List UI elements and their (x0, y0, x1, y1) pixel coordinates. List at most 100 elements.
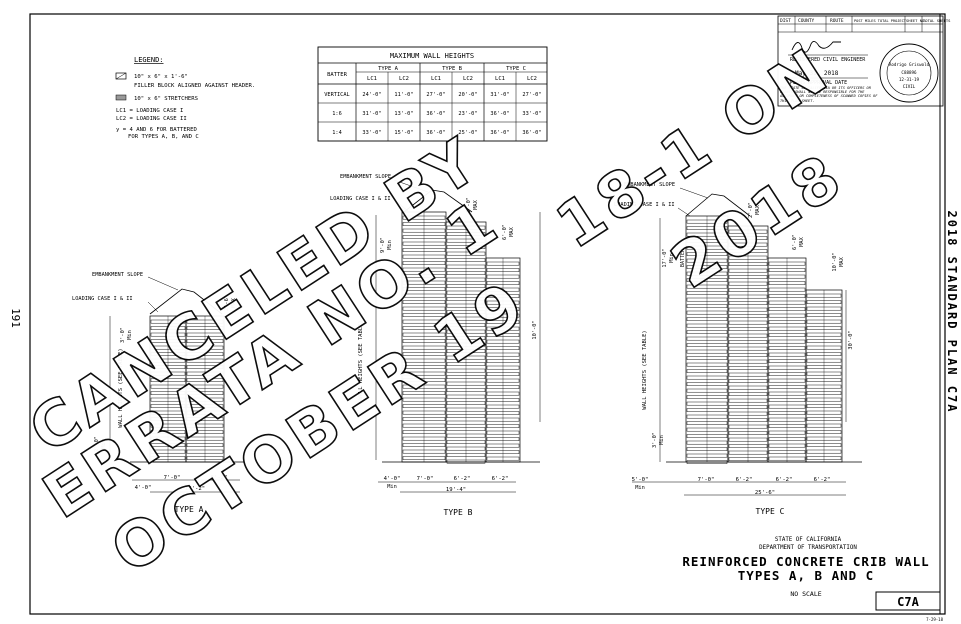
type-b-base1: 7'-0" (417, 476, 434, 482)
table-sub-header: LC2 (527, 76, 537, 82)
legend-item1b: FILLER BLOCK ALIGNED AGAINST HEADER. (134, 83, 255, 89)
type-b-dim-right2: 6'-0" (502, 224, 508, 240)
table-cell: 27'-0" (522, 92, 541, 98)
sheet-title-line1: REINFORCED CONCRETE CRIB WALL (682, 554, 929, 569)
tb-route: ROUTE (830, 18, 844, 24)
engineer-seal (879, 43, 939, 103)
type-a-dim-min-bot: Min (101, 439, 107, 449)
sheet-number-box (875, 591, 941, 611)
type-a-dim-right: 2'-6" (224, 295, 230, 311)
type-c-dim-left: 17'-0" (662, 248, 668, 267)
type-a-crib (130, 315, 244, 463)
legend-y2: FOR TYPES A, B, AND C (128, 134, 199, 140)
approval-date: May 31, 2018 (795, 70, 839, 77)
table-cell: 36'-0" (522, 130, 541, 136)
sheet-title-block: STATE OF CALIFORNIA DEPARTMENT OF TRANSP… (682, 537, 943, 622)
tb-county: COUNTY (798, 18, 815, 24)
legend-lc1: LC1 = LOADING CASE I (116, 108, 183, 114)
legend-title: LEGEND: (134, 56, 164, 64)
type-b-dim-left: 9'-0" (380, 237, 386, 253)
type-c-loading-label: LOADING CASE I & II (614, 202, 675, 208)
tb-sheetno: SHEET NO. (906, 18, 927, 23)
type-b-wall-heights: WALL HEIGHTS (SEE TABLE) (358, 320, 364, 399)
type-c-dim-r1: 2'-0" (748, 202, 754, 218)
type-c-label: TYPE C (756, 507, 785, 516)
type-b-base0-min: Min (387, 484, 397, 490)
type-c-dim-bot-min: Min (659, 435, 665, 445)
type-b-embankment-label: EMBANKMENT SLOPE (340, 174, 391, 180)
type-c-elevation: EMBANKMENT SLOPE LOADING CASE I & II BAT… (614, 182, 862, 516)
type-c-base0-min: Min (635, 485, 645, 491)
type-a-embankment-label: EMBANKMENT SLOPE (92, 272, 143, 278)
table-row-label: VERTICAL (324, 92, 350, 98)
type-c-base2: 6'-2" (736, 477, 753, 483)
table-cell: 36'-0" (426, 130, 445, 136)
type-c-base4: 6'-2" (814, 477, 831, 483)
type-a-dim-min-top: Min (127, 330, 133, 340)
table-row-label: 1:4 (332, 130, 342, 136)
type-c-dim-left-min: Min (669, 253, 675, 263)
table-cell: 36'-0" (490, 111, 509, 117)
type-a-total: 13'-2" (185, 486, 205, 492)
table-cell: 25'-0" (458, 130, 477, 136)
corner-code: 7-29-18 (926, 617, 943, 622)
type-a-base1: 4'-0" (135, 485, 152, 491)
table-sub-header: LC2 (399, 76, 409, 82)
no-scale: NO SCALE (790, 590, 821, 598)
table-row-label: 1:6 (332, 111, 342, 117)
type-c-embankment-slope (685, 193, 751, 217)
disclaimer: THE STATE OF CALIFORNIA OR ITS OFFICERS … (780, 86, 878, 103)
type-a-wall-heights: WALL HEIGHTS (SEE TABLE) (118, 348, 124, 427)
type-c-base0: 5'-0" (632, 477, 649, 483)
table-cell: 23'-0" (458, 111, 477, 117)
type-b-elevation: EMBANKMENT SLOPE LOADING CASE I & II WAL… (330, 174, 541, 517)
type-c-batter: BATTER (680, 248, 686, 267)
approval-label: PLANS APPROVAL DATE (790, 80, 847, 86)
table-cell: 36'-0" (426, 111, 445, 117)
type-c-embankment-label: EMBANKMENT SLOPE (624, 182, 675, 188)
department-name: DEPARTMENT OF TRANSPORTATION (759, 545, 857, 551)
type-c-base1: 7'-0" (698, 477, 715, 483)
type-c-total: 25'-6" (755, 490, 775, 496)
stretcher-symbol (115, 94, 127, 101)
type-a-base2: 7'-0" (164, 475, 181, 481)
type-b-dim-right3: 10'-0" (532, 320, 538, 339)
type-b-label: TYPE B (444, 508, 473, 517)
page-number: 191 (9, 308, 22, 328)
type-c-wall-heights: WALL HEIGHTS (SEE TABLE) (642, 330, 648, 409)
table-cell: 31'-0" (362, 111, 381, 117)
table-cell: 15'-0" (394, 130, 413, 136)
type-b-embankment-slope (403, 189, 473, 213)
table-cell: 24'-0" (362, 92, 381, 98)
seal-name: Rodrigo Griswold (889, 62, 930, 67)
legend-item1: 10" x 6" x 1'-6" (134, 74, 188, 80)
legend-lc2: LC2 = LOADING CASE II (116, 116, 187, 122)
type-b-total: 19'-4" (446, 487, 466, 493)
type-b-base0: 4'-0" (384, 476, 401, 482)
type-c-base3: 6'-2" (776, 477, 793, 483)
tb-postmiles: POST MILES TOTAL PROJECT (854, 19, 907, 23)
type-c-dim-r3-max: MAX (839, 256, 845, 266)
table-cell: 36'-0" (490, 130, 509, 136)
type-c-dim-r4: 30'-0" (848, 330, 854, 349)
type-b-crib (382, 211, 540, 464)
type-a-dim-bot: 2'-0" (94, 436, 100, 452)
table-cell: 31'-0" (490, 92, 509, 98)
type-c-dim-r2-max: MAX (799, 236, 805, 246)
title-block: DIST COUNTY ROUTE POST MILES TOTAL PROJE… (777, 15, 951, 107)
table-type-header: TYPE C (506, 66, 526, 72)
table-cell: 20'-0" (458, 92, 477, 98)
table-batter-header: BATTER (327, 72, 348, 78)
type-a-label: TYPE A (175, 505, 204, 514)
type-a-dim-max: MAX (231, 297, 237, 307)
seal-civil: CIVIL (903, 84, 916, 89)
type-c-dim-r2: 6'-0" (792, 234, 798, 250)
table-sub-header: LC1 (367, 76, 377, 82)
type-b-dim-left-min: Min (387, 240, 393, 250)
table-sub-header: LC2 (463, 76, 473, 82)
type-c-dim-r1-max: MAX (755, 204, 761, 214)
